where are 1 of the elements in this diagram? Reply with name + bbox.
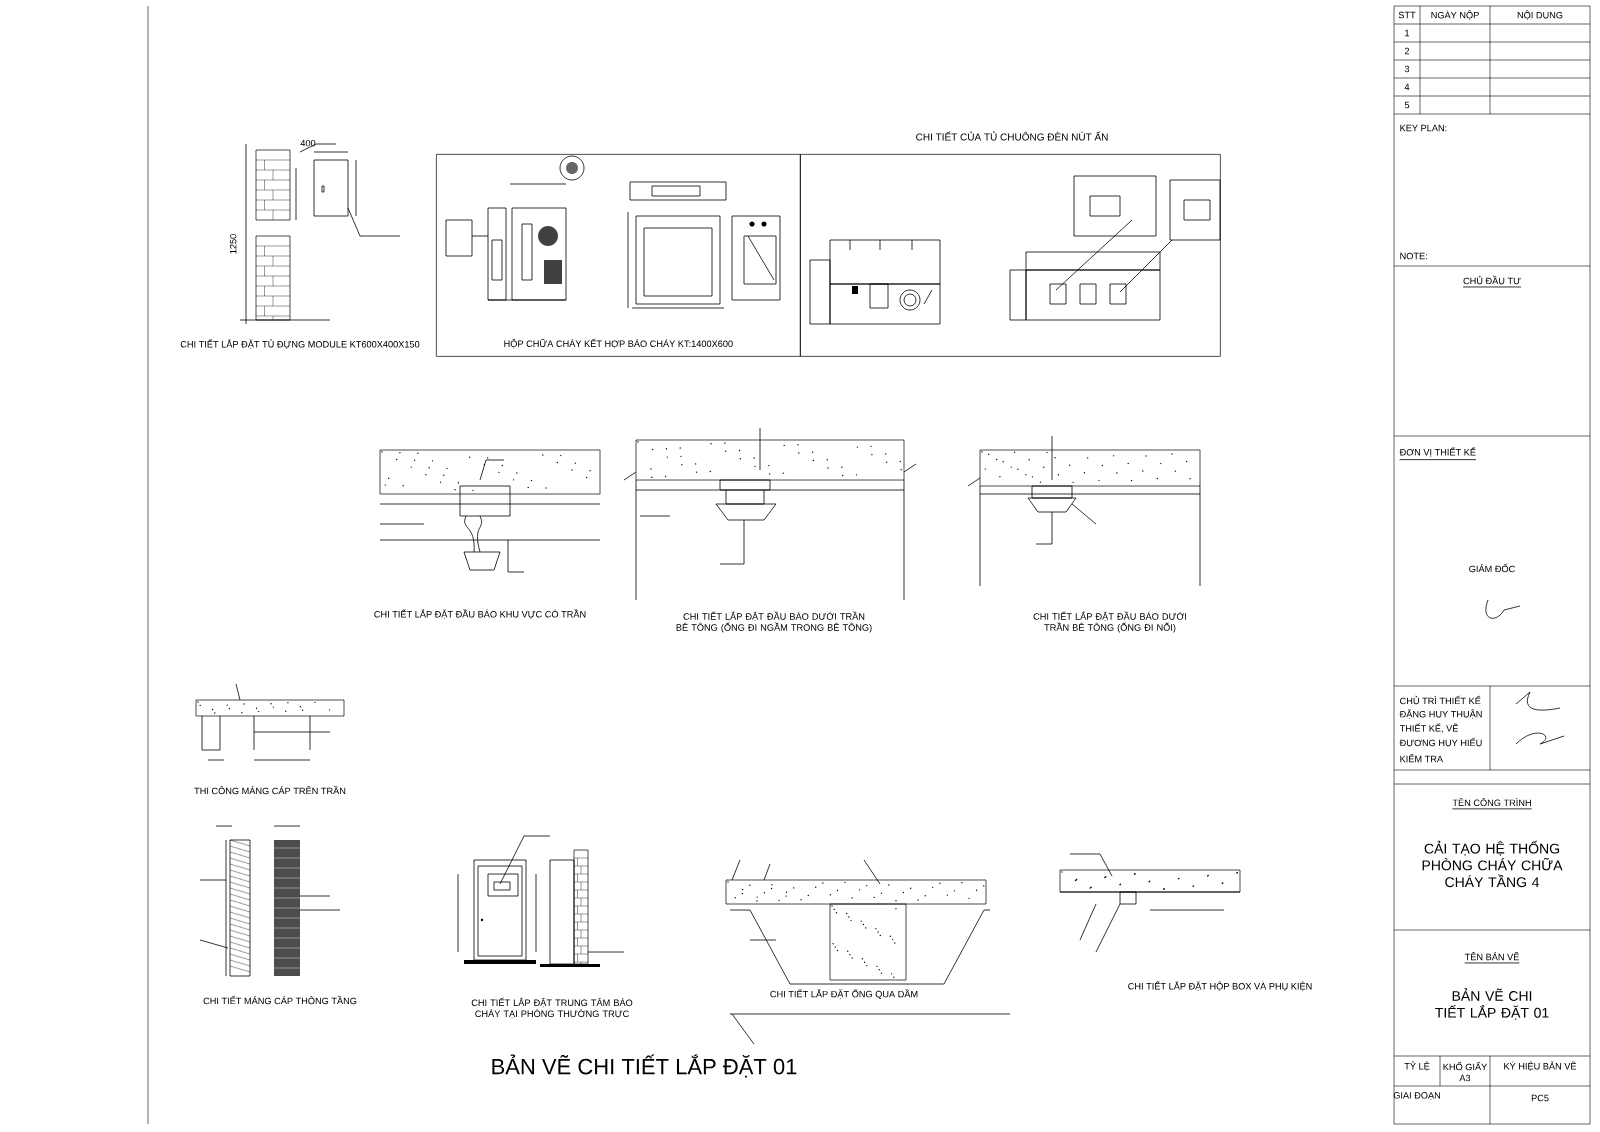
- sheet-title: BẢN VẼ CHI TIẾT LẮP ĐẶT 01: [492, 1054, 797, 1078]
